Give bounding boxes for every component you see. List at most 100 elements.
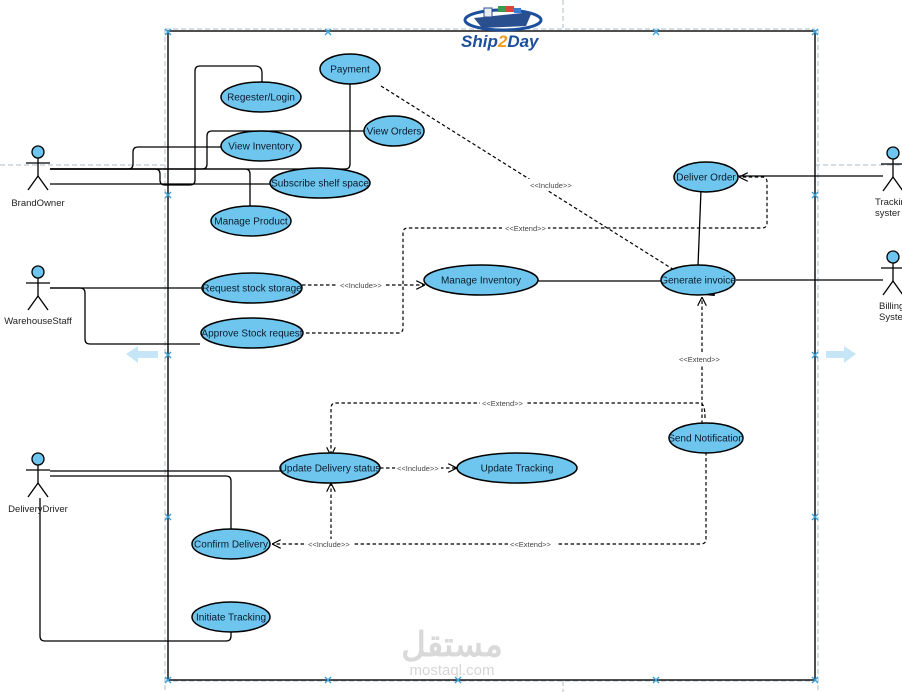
use-case-ellipse[interactable] <box>456 452 578 484</box>
use-case-payment[interactable]: Payment <box>319 53 381 85</box>
selection-handle[interactable] <box>324 676 332 684</box>
use-case-ellipse[interactable] <box>220 130 302 162</box>
selection-handle[interactable] <box>324 28 332 36</box>
use-case-ellipse[interactable] <box>279 452 381 484</box>
actor-warehouse-staff[interactable]: WarehouseStaff <box>4 265 72 327</box>
actor-stick-figure-icon <box>26 452 50 498</box>
selection-handle[interactable] <box>164 351 172 359</box>
use-case-ellipse[interactable] <box>220 81 302 113</box>
use-case-generate-invoice[interactable]: Generate invoice <box>660 264 736 296</box>
association-line[interactable] <box>39 498 232 642</box>
association-line[interactable] <box>50 168 251 208</box>
use-case-subscribe-shelf-space[interactable]: Subscribe shelf space <box>269 167 371 199</box>
use-case-label: Approve Stock request <box>201 329 302 340</box>
actor-delivery-driver[interactable]: DeliveryDriver <box>8 452 68 515</box>
use-case-ellipse[interactable] <box>191 601 271 633</box>
association-line[interactable] <box>50 83 351 170</box>
use-case-confirm-delivery[interactable]: Confirm Delivery <box>191 528 271 560</box>
extend-line[interactable] <box>273 452 707 544</box>
selection-handle[interactable] <box>811 513 819 521</box>
use-case-label: Subscribe shelf space <box>271 179 369 190</box>
use-case-view-inventory[interactable]: View Inventory <box>220 130 302 162</box>
use-case-ellipse[interactable] <box>200 317 304 349</box>
association-line[interactable] <box>50 65 263 186</box>
use-case-ellipse[interactable] <box>319 53 381 85</box>
include-line[interactable] <box>380 85 714 295</box>
use-case-manage-inventory[interactable]: Manage Inventory <box>423 264 539 296</box>
selection-handle[interactable] <box>164 513 172 521</box>
use-case-ellipse[interactable] <box>269 167 371 199</box>
actor-label: DeliveryDriver <box>8 504 68 515</box>
actor-stick-figure-icon <box>881 146 902 192</box>
selection-handle[interactable] <box>811 676 819 684</box>
use-case-ellipse[interactable] <box>363 115 425 147</box>
extend-label: <<Extend>> <box>679 355 720 364</box>
use-case-label: Generate invoice <box>660 276 736 287</box>
selection-handle[interactable] <box>652 28 660 36</box>
selection-handle[interactable] <box>811 28 819 36</box>
logo-text-left: Ship <box>461 32 498 51</box>
use-case-label: Regester/Login <box>227 93 295 104</box>
actor-billing-system[interactable]: BillingSysten <box>879 250 902 323</box>
association-line[interactable] <box>50 475 232 530</box>
use-case-label: Deliver Order <box>676 173 736 184</box>
use-case-ellipse[interactable] <box>191 528 271 560</box>
use-case-initiate-tracking[interactable]: Initiate Tracking <box>191 601 271 633</box>
selection-handle[interactable] <box>164 676 172 684</box>
association-line[interactable] <box>50 146 222 170</box>
use-case-register-login[interactable]: Regester/Login <box>220 81 302 113</box>
selection-handle[interactable] <box>164 28 172 36</box>
selection-handle[interactable] <box>454 676 462 684</box>
use-case-update-delivery-status[interactable]: Update Delivery status <box>279 452 381 484</box>
use-case-label: Payment <box>330 65 370 76</box>
use-case-view-orders[interactable]: View Orders <box>363 115 425 147</box>
container-icon <box>506 6 514 12</box>
scroll-right-arrow-icon[interactable] <box>826 346 856 363</box>
use-case-label: View Orders <box>367 127 422 138</box>
use-case-update-tracking[interactable]: Update Tracking <box>456 452 578 484</box>
extend-line[interactable] <box>331 402 706 455</box>
label-bg <box>338 280 386 290</box>
use-case-ellipse[interactable] <box>668 422 744 454</box>
use-case-approve-stock-request[interactable]: Approve Stock request <box>200 317 304 349</box>
actor-brand-owner[interactable]: BrandOwner <box>11 145 65 209</box>
scroll-left-arrow-icon[interactable] <box>126 346 158 363</box>
watermark: مستقل mostaql.com <box>401 626 503 679</box>
actor-tracking-system[interactable]: Trackinsyster <box>875 146 902 219</box>
logo-text-right: Day <box>507 32 540 51</box>
use-case-label: Manage Product <box>214 217 288 228</box>
use-case-deliver-order[interactable]: Deliver Order <box>673 161 739 193</box>
actor-label: WarehouseStaff <box>4 316 72 327</box>
use-case-ellipse[interactable] <box>201 272 303 304</box>
association-line[interactable] <box>50 130 364 170</box>
include-label: <<Include>> <box>530 181 572 190</box>
selection-handle[interactable] <box>811 351 819 359</box>
label-bg <box>676 353 728 364</box>
association-line[interactable] <box>50 287 200 345</box>
extend-line[interactable] <box>300 177 768 334</box>
ship2day-logo: Ship2Day <box>461 6 543 51</box>
use-case-send-notification[interactable]: Send Notification <box>668 422 744 454</box>
use-case-ellipse[interactable] <box>210 205 292 237</box>
use-case-label: Manage Inventory <box>441 276 521 287</box>
label-bg <box>480 398 526 408</box>
include-label: <<Include>> <box>308 540 350 549</box>
selection-handle[interactable] <box>811 191 819 199</box>
ship-bridge-icon <box>483 7 493 18</box>
container-icon <box>514 8 521 13</box>
selection-handle[interactable] <box>652 676 660 684</box>
use-case-manage-product[interactable]: Manage Product <box>210 205 292 237</box>
logo-text-digit: 2 <box>497 32 508 51</box>
use-case-request-stock-storage[interactable]: Request stock storage <box>201 272 303 304</box>
extend-label: <<Extend>> <box>482 399 523 408</box>
use-case-ellipse[interactable] <box>660 264 736 296</box>
actor-stick-figure-icon <box>26 145 50 191</box>
label-bg <box>508 539 556 549</box>
use-case-ellipse[interactable] <box>673 161 739 193</box>
selection-handle[interactable] <box>164 191 172 199</box>
actor-label: Billing <box>879 301 902 312</box>
label-bg <box>526 179 578 190</box>
use-case-ellipse[interactable] <box>423 264 539 296</box>
